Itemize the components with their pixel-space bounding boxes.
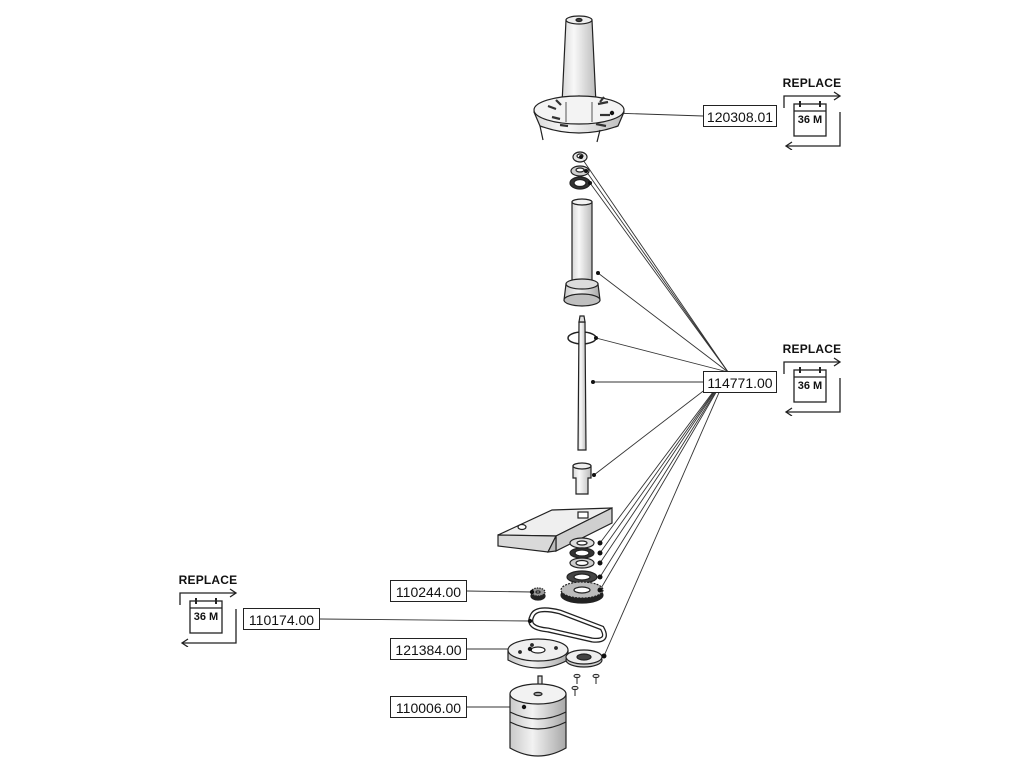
part-label-121384: 121384.00 <box>390 638 467 660</box>
screws <box>571 673 600 696</box>
nozzle-part <box>533 15 625 143</box>
flange-part <box>565 649 603 668</box>
part-label-114771: 114771.00 <box>703 371 777 393</box>
replace-title: REPLACE <box>782 76 842 90</box>
replace-title: REPLACE <box>178 573 238 587</box>
tube-part <box>563 198 601 307</box>
replace-interval: 36 M <box>797 114 823 126</box>
replace-title: REPLACE <box>782 342 842 356</box>
rod-part <box>567 315 597 451</box>
leader-dots <box>521 110 615 710</box>
belt-part <box>528 607 607 643</box>
bracket-part <box>497 507 613 553</box>
part-label-110006: 110006.00 <box>390 696 467 718</box>
seal-rings <box>569 151 591 190</box>
plate-part <box>507 638 569 669</box>
sleeve-part <box>572 462 592 495</box>
leader-lines <box>319 112 729 708</box>
replace-badge-3: REPLACE 36 M <box>176 573 256 653</box>
part-label-110244: 110244.00 <box>390 580 467 602</box>
replace-interval: 36 M <box>797 380 823 392</box>
part-label-110174: 110174.00 <box>243 608 320 630</box>
calendar-cycle-icon <box>783 357 842 416</box>
replace-badge-2: REPLACE 36 M <box>780 342 860 422</box>
calendar-cycle-icon <box>783 91 842 150</box>
calendar-cycle-icon <box>179 588 238 647</box>
replace-badge-1: REPLACE 36 M <box>780 76 860 156</box>
motor-part <box>509 675 567 757</box>
part-label-120308: 120308.01 <box>703 105 777 127</box>
replace-interval: 36 M <box>193 611 219 623</box>
pulley-part <box>530 587 546 601</box>
gear-stack <box>560 537 604 604</box>
